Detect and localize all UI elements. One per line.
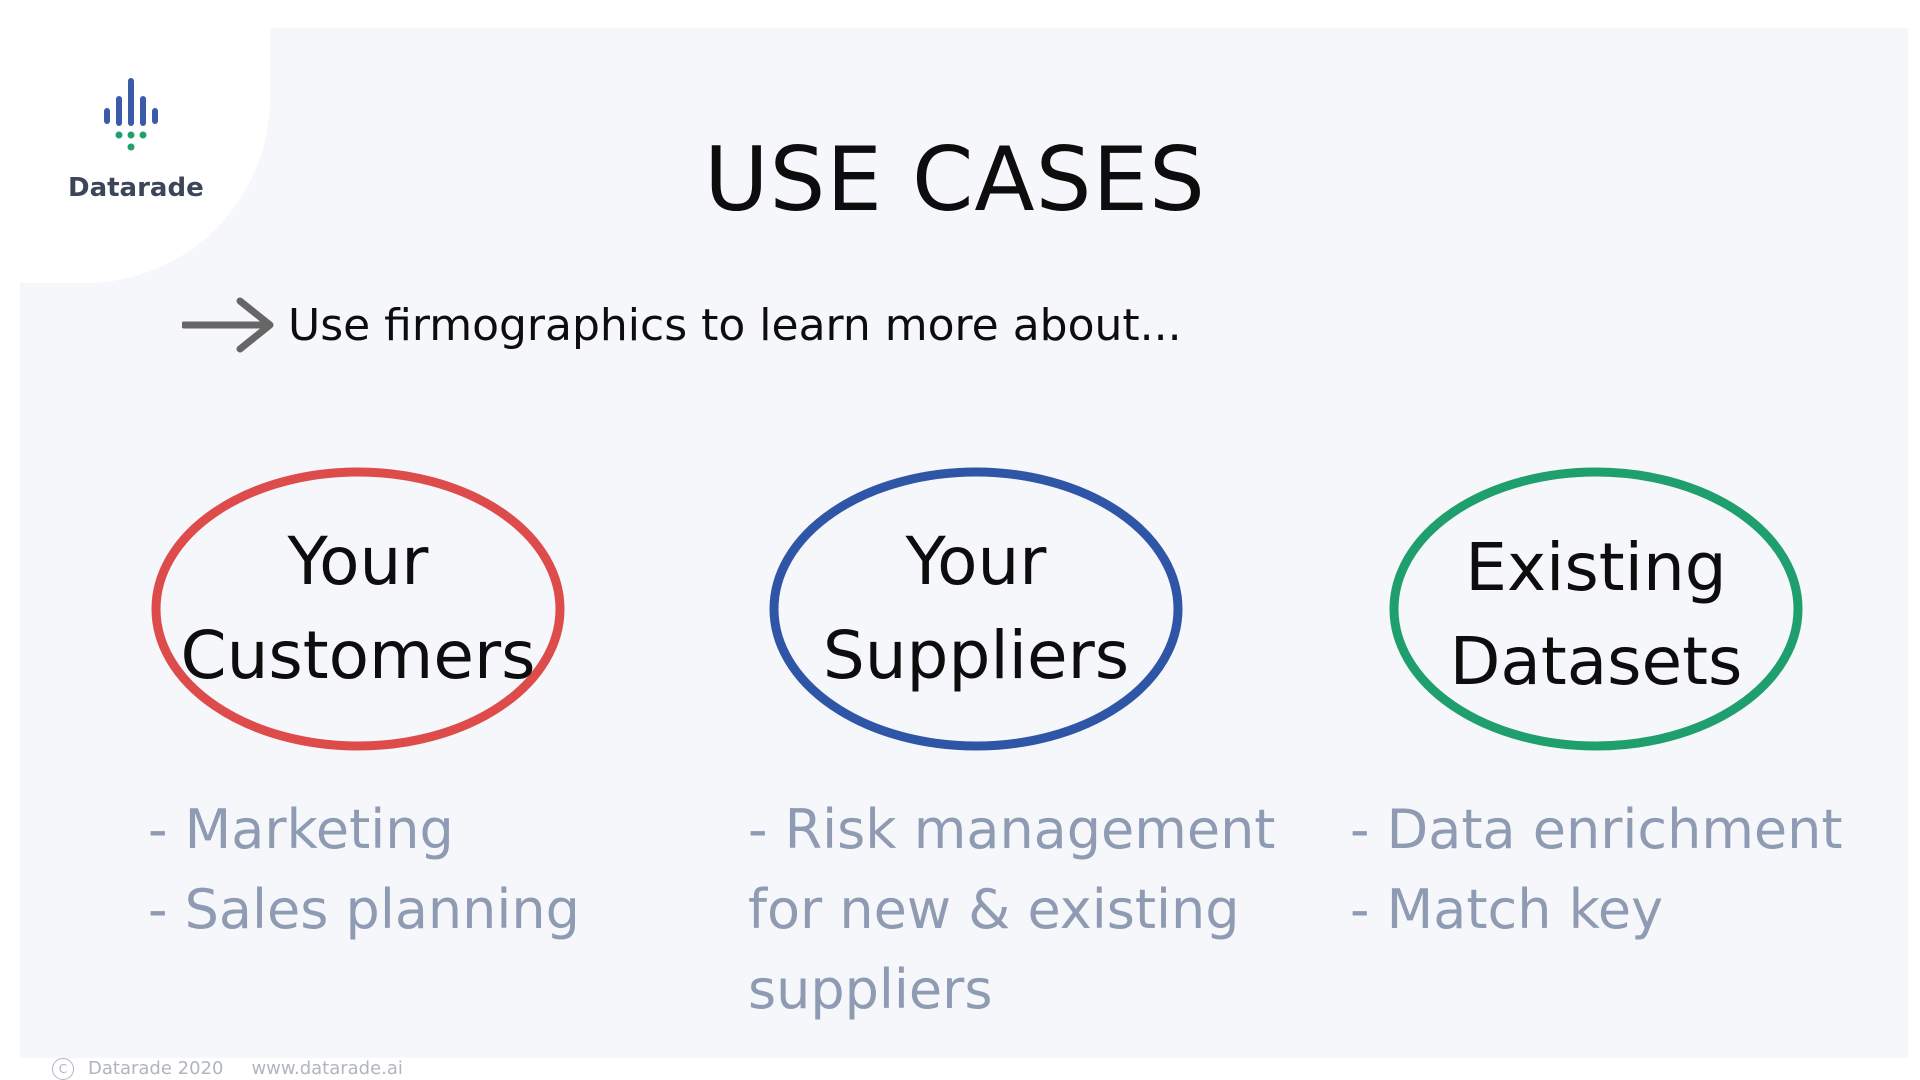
card-label-line1: Existing [1465, 529, 1727, 606]
card-your-suppliers: Your Suppliers [766, 464, 1186, 754]
card-existing-datasets: Existing Datasets [1386, 464, 1806, 754]
card-your-customers: Your Customers [148, 464, 568, 754]
slide-panel: Datarade USE CASES Use firmographics to … [0, 0, 1908, 1058]
footer: C Datarade 2020 www.datarade.ai [52, 1058, 403, 1080]
card-label: Your Suppliers [766, 464, 1186, 754]
bullets-datasets: - Data enrichment - Match key [1350, 790, 1843, 950]
bullet-item: - Data enrichment [1350, 798, 1843, 861]
brand-name: Datarade [68, 173, 204, 203]
bullet-item: suppliers [748, 958, 993, 1021]
bullet-item: - Match key [1350, 878, 1664, 941]
footer-website: www.datarade.ai [251, 1058, 403, 1079]
card-label: Your Customers [148, 464, 568, 754]
arrow-right-icon [182, 297, 274, 353]
bullet-item: for new & existing [748, 878, 1240, 941]
slide-title: USE CASES [704, 128, 1206, 231]
bullet-item: - Marketing [148, 798, 454, 861]
intro-text: Use firmographics to learn more about... [288, 300, 1182, 351]
bullet-item: - Risk management [748, 798, 1276, 861]
datarade-logo-icon [104, 78, 158, 151]
datarade-logo: Datarade [68, 78, 204, 203]
footer-company-year: Datarade 2020 [88, 1058, 224, 1079]
ellipse-outline [769, 467, 1183, 751]
card-label-line1: Your [287, 523, 429, 600]
card-label: Existing Datasets [1386, 464, 1806, 754]
bullet-item: - Sales planning [148, 878, 580, 941]
card-label-line2: Suppliers [822, 617, 1130, 694]
card-label-line1: Your [905, 523, 1047, 600]
card-label-line2: Datasets [1449, 623, 1743, 700]
bullets-customers: - Marketing - Sales planning [148, 790, 580, 950]
ellipse-outline [151, 467, 565, 751]
bullets-suppliers: - Risk management for new & existing sup… [748, 790, 1275, 1030]
card-label-line2: Customers [180, 617, 536, 694]
copyright-icon: C [52, 1058, 74, 1080]
ellipse-outline [1389, 467, 1803, 751]
